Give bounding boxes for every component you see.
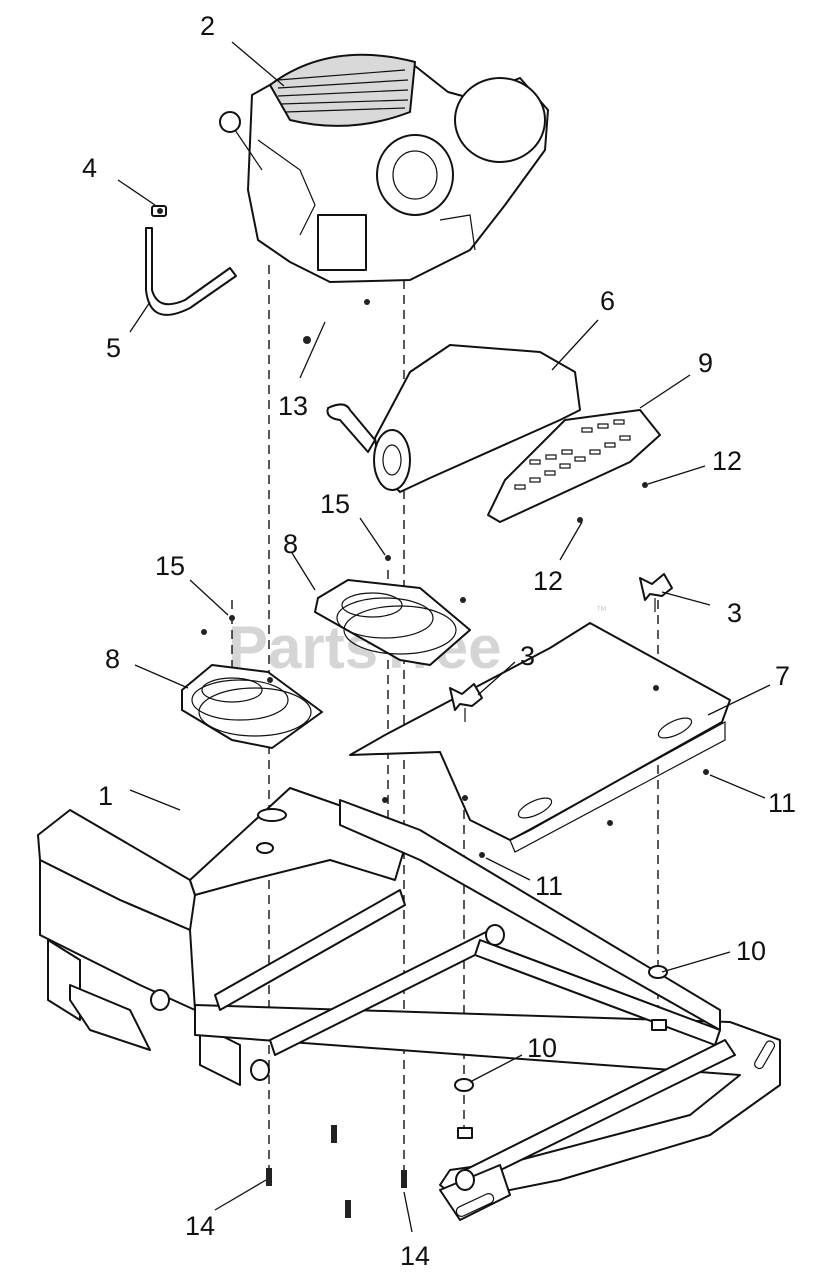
callout-14-right[interactable]: 14 — [400, 1241, 430, 1271]
callout-13[interactable]: 13 — [278, 391, 308, 421]
engine-part[interactable] — [219, 53, 549, 283]
callout-15-right[interactable]: 15 — [320, 489, 350, 519]
callout-11-right[interactable]: 11 — [768, 788, 796, 818]
callout-15-left[interactable]: 15 — [155, 551, 185, 581]
leader-lines — [117, 41, 771, 1233]
heat-plate-left-part[interactable] — [181, 664, 323, 749]
callout-9[interactable]: 9 — [698, 348, 713, 378]
muffler-shield-part[interactable] — [487, 409, 661, 523]
callout-3-upper[interactable]: 3 — [727, 598, 742, 628]
shield-slots — [514, 419, 631, 490]
callout-14-left[interactable]: 14 — [185, 1211, 215, 1241]
knob-part-lower[interactable] — [449, 683, 483, 722]
fuel-line-part[interactable] — [145, 227, 237, 316]
callout-6[interactable]: 6 — [600, 286, 615, 316]
callout-12-lower[interactable]: 12 — [533, 566, 563, 596]
callout-1[interactable]: 1 — [98, 781, 113, 811]
callout-8-left[interactable]: 8 — [105, 644, 120, 674]
callout-10-upper[interactable]: 10 — [736, 936, 766, 966]
heat-plate-right-part[interactable] — [314, 579, 471, 666]
callout-2[interactable]: 2 — [200, 11, 215, 41]
knob-part-upper[interactable] — [639, 573, 673, 612]
callout-11-left[interactable]: 11 — [535, 871, 563, 901]
callout-4[interactable]: 4 — [82, 153, 97, 183]
callout-7[interactable]: 7 — [775, 661, 790, 691]
callout-5[interactable]: 5 — [106, 333, 121, 363]
cover-plate-part[interactable] — [349, 622, 731, 853]
callout-12-upper[interactable]: 12 — [712, 446, 742, 476]
frame-part[interactable] — [37, 787, 781, 1221]
callout-10-lower[interactable]: 10 — [527, 1033, 557, 1063]
callout-3-lower[interactable]: 3 — [520, 641, 535, 671]
hardware-fasteners — [157, 208, 709, 1218]
callout-8-right[interactable]: 8 — [283, 529, 298, 559]
callout-numbers: 1 2 3 3 4 5 6 7 8 8 9 10 10 11 11 12 12 … — [82, 11, 796, 1271]
watermark-trademark: ™ — [596, 605, 607, 617]
muffler-part[interactable] — [326, 344, 581, 493]
